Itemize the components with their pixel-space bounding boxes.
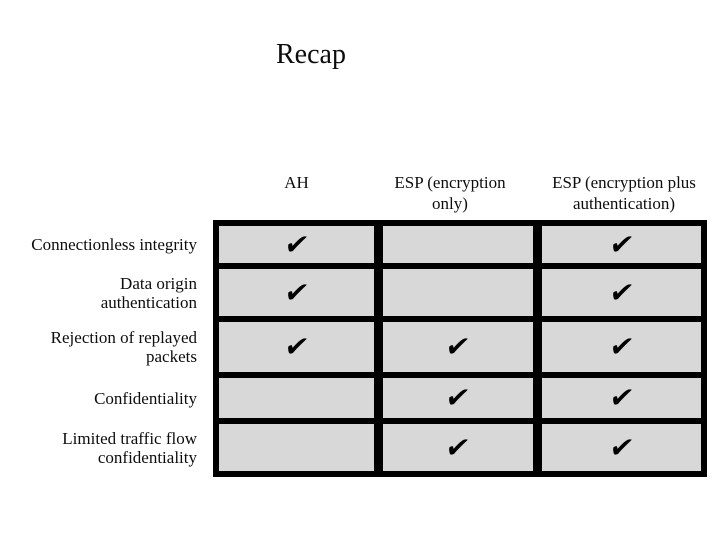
- table-cell-3-ah: [219, 378, 374, 418]
- table-cell-0-esp-encryption-plus-authentication: ✔: [542, 226, 701, 263]
- table-cell-1-ah: ✔: [219, 269, 374, 316]
- check-icon: ✔: [281, 330, 312, 363]
- table-cell-1-esp-encryption-only: [383, 269, 533, 316]
- check-icon: ✔: [443, 381, 473, 414]
- table-cell-4-esp-encryption-only: ✔: [383, 424, 533, 471]
- row-label-limited-traffic-flow-confidentiality: Limited traffic flow confidentiality: [62, 428, 197, 467]
- row-label-confidentiality: Confidentiality: [94, 388, 197, 408]
- check-icon: ✔: [281, 275, 312, 309]
- check-icon: ✔: [606, 275, 637, 309]
- check-icon: ✔: [606, 227, 637, 261]
- table-cell-3-esp-encryption-plus-authentication: ✔: [542, 378, 701, 418]
- table-cell-2-ah: ✔: [219, 322, 374, 372]
- row-label-data-origin-authentication: Data origin authentication: [100, 273, 197, 312]
- table-cell-1-esp-encryption-plus-authentication: ✔: [542, 269, 701, 316]
- comparison-table: ✔ ✔ ✔ ✔ ✔ ✔ ✔ ✔ ✔ ✔ ✔: [213, 220, 707, 477]
- table-cell-0-esp-encryption-only: [383, 226, 533, 263]
- check-icon: ✔: [443, 330, 473, 363]
- check-icon: ✔: [606, 330, 637, 363]
- column-header-esp-encryption-plus-authentication: ESP (encryption plus authentication): [552, 173, 696, 213]
- table-cell-2-esp-encryption-only: ✔: [383, 322, 533, 372]
- check-icon: ✔: [281, 227, 312, 261]
- table-cell-3-esp-encryption-only: ✔: [383, 378, 533, 418]
- check-icon: ✔: [606, 381, 637, 414]
- table-cell-4-esp-encryption-plus-authentication: ✔: [542, 424, 701, 471]
- check-icon: ✔: [443, 430, 473, 464]
- page-title: Recap: [276, 39, 346, 70]
- check-icon: ✔: [606, 430, 637, 464]
- row-label-connectionless-integrity: Connectionless integrity: [31, 235, 197, 254]
- table-cell-4-ah: [219, 424, 374, 471]
- table-cell-2-esp-encryption-plus-authentication: ✔: [542, 322, 701, 372]
- table-cell-0-ah: ✔: [219, 226, 374, 263]
- column-header-ah: AH: [284, 173, 309, 192]
- row-label-rejection-of-replayed-packets: Rejection of replayed packets: [50, 328, 197, 366]
- column-header-esp-encryption-only: ESP (encryption only): [394, 173, 506, 213]
